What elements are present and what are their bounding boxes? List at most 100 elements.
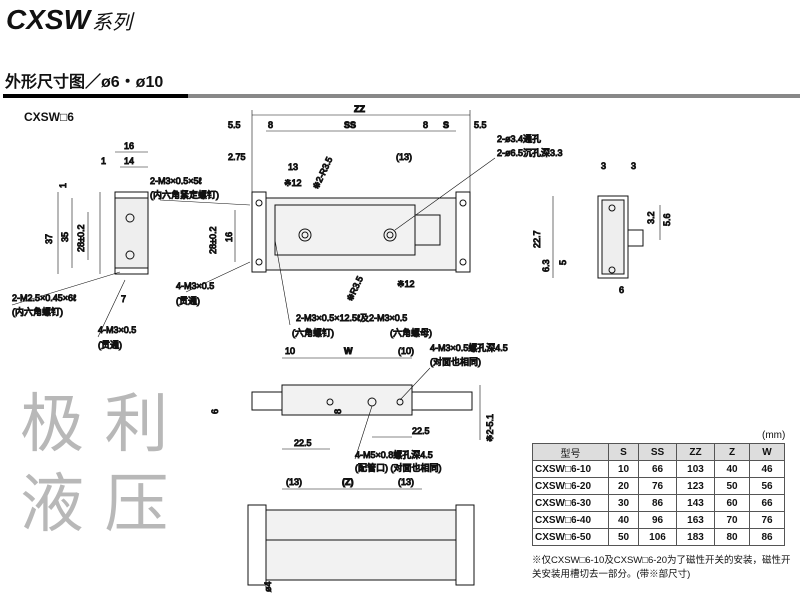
cell: 60 — [714, 494, 750, 512]
dim: 14 — [124, 156, 134, 166]
cell: 183 — [676, 528, 715, 546]
cell: 50 — [714, 477, 750, 495]
dim: (13) — [398, 477, 414, 487]
dim: 3 — [601, 161, 606, 171]
cell: 106 — [638, 528, 677, 546]
callout: 4-M3×0.5 — [176, 281, 214, 291]
right-view — [552, 195, 661, 279]
callout: 2-M3×0.5×5ℓ — [150, 176, 203, 186]
dim: 1 — [58, 183, 68, 188]
dim: 22.5 — [412, 426, 430, 436]
callout: 4-M5×0.8螺孔深4.5 — [355, 450, 433, 460]
callout: 2-ø6.5沉孔深3.3 — [497, 148, 563, 158]
cell: 40 — [608, 511, 639, 529]
dim: ZZ — [354, 104, 365, 114]
section-heading: 外形尺寸图／ø6・ø10 — [5, 74, 164, 91]
title-text: CXSW — [6, 4, 90, 35]
cell: 103 — [676, 460, 715, 478]
cell: 30 — [608, 494, 639, 512]
dim: 8 — [333, 409, 343, 414]
col-header: 型号 — [532, 443, 609, 461]
dim: 5 — [558, 260, 568, 265]
cell: CXSW□6-20 — [532, 477, 609, 495]
cell: 86 — [638, 494, 677, 512]
dim: (13) — [286, 477, 302, 487]
cell: 40 — [714, 460, 750, 478]
bottom-view — [247, 488, 475, 586]
dim: 28±0.2 — [208, 227, 218, 254]
col-header: W — [749, 443, 785, 461]
cell: 123 — [676, 477, 715, 495]
dim: 2.75 — [228, 152, 246, 162]
cell: 76 — [638, 477, 677, 495]
col-header: SS — [638, 443, 677, 461]
dim: 28±0.2 — [76, 225, 86, 252]
unit-label: (mm) — [762, 430, 786, 441]
callout: (内六角紧定螺钉) — [150, 189, 219, 200]
dim: W — [344, 346, 353, 356]
dim: 5.5 — [474, 120, 487, 130]
callout: 2-ø3.4通孔 — [497, 134, 541, 144]
callout: 2-M3×0.5×12.5ℓ及2-M3×0.5 — [296, 313, 407, 323]
dim: 6.3 — [541, 259, 551, 272]
plan-view — [251, 357, 481, 450]
title-suffix: 系列 — [92, 12, 132, 34]
front-view — [234, 110, 471, 273]
callout: (贯通) — [98, 340, 122, 350]
leader-lines — [11, 157, 496, 460]
cell: 66 — [749, 494, 785, 512]
dim: 3 — [631, 161, 636, 171]
dim: ※2-5.1 — [485, 414, 495, 442]
heading-rule — [3, 94, 188, 98]
table-note: ※仅CXSW□6-10及CXSW□6-20为了磁性开关的安装，磁性开关安装用槽切… — [532, 555, 791, 580]
table-header-row: 型号 S SS ZZ Z W — [532, 443, 785, 461]
dim: S — [443, 120, 449, 130]
dim: 5.5 — [228, 120, 241, 130]
dim: (10) — [398, 346, 414, 356]
side-view — [57, 151, 149, 275]
callout: (对面也相同) — [430, 356, 481, 367]
callout: (配管口) (对面也相同) — [355, 462, 442, 473]
dim: 1 — [101, 156, 106, 166]
cell: 143 — [676, 494, 715, 512]
dim: 6 — [210, 409, 220, 414]
cell: 76 — [749, 511, 785, 529]
cell: CXSW□6-50 — [532, 528, 609, 546]
dim: ※2-R3.5 — [311, 155, 335, 191]
cell: 66 — [638, 460, 677, 478]
cell: 80 — [714, 528, 750, 546]
dim: (13) — [396, 152, 412, 162]
dim: 6 — [619, 285, 624, 295]
callout: (六角螺母) — [390, 327, 432, 338]
cell: 46 — [749, 460, 785, 478]
dim: (Z) — [342, 477, 354, 487]
callout: 2-M2.5×0.45×6ℓ — [12, 293, 77, 303]
dim: 5.6 — [662, 213, 672, 226]
dim: 8 — [423, 120, 428, 130]
dim: ø4 — [263, 581, 273, 592]
col-header: ZZ — [676, 443, 715, 461]
cell: 86 — [749, 528, 785, 546]
dim: 10 — [285, 346, 295, 356]
cell: CXSW□6-40 — [532, 511, 609, 529]
dim: 7 — [121, 294, 126, 304]
cell: 70 — [714, 511, 750, 529]
dim: ※12 — [284, 178, 302, 188]
col-header: S — [608, 443, 639, 461]
dim: 22.5 — [294, 438, 312, 448]
callout: 4-M3×0.5螺孔深4.5 — [430, 343, 508, 353]
model-label: CXSW□6 — [24, 110, 74, 124]
dim: ※12 — [397, 279, 415, 289]
dim: 37 — [44, 234, 54, 244]
dim: 3.2 — [646, 211, 656, 224]
heading-rule-gray — [188, 94, 800, 98]
cell: 20 — [608, 477, 639, 495]
dim: ※R3.5 — [345, 275, 365, 303]
dim: 35 — [60, 232, 70, 242]
